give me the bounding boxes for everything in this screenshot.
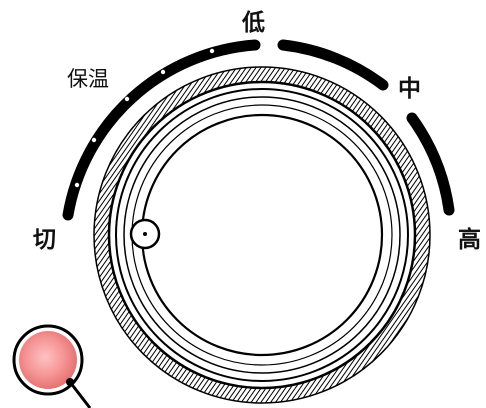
indicator-leader-dot: [66, 378, 74, 386]
scale-dot: [209, 48, 215, 54]
knob-ring-line: [123, 96, 401, 374]
knob-pointer-dot: [143, 232, 147, 236]
indicator-lamp-lens: [19, 331, 77, 389]
scale-arc-mid-range: [277, 39, 389, 91]
scale-dot: [124, 96, 130, 102]
temperature-dial-knob[interactable]: [93, 66, 431, 404]
label-keep-warm: 保温: [67, 67, 109, 91]
label-mid: 中: [398, 76, 421, 102]
knob-body: [107, 80, 417, 390]
scale-dot: [74, 182, 80, 188]
indicator-light: [12, 324, 92, 408]
scale-arc-low-range: [62, 39, 261, 221]
knob-ring-line: [115, 88, 409, 382]
label-off: 切: [33, 227, 56, 253]
scale-dot: [91, 137, 97, 143]
label-low: 低: [241, 10, 265, 36]
scale-dot: [160, 69, 166, 75]
label-high: 高: [458, 226, 481, 253]
dial-scale: [62, 39, 455, 221]
indicator-leader-line: [68, 381, 92, 408]
scale-arc-high-range: [406, 112, 455, 216]
